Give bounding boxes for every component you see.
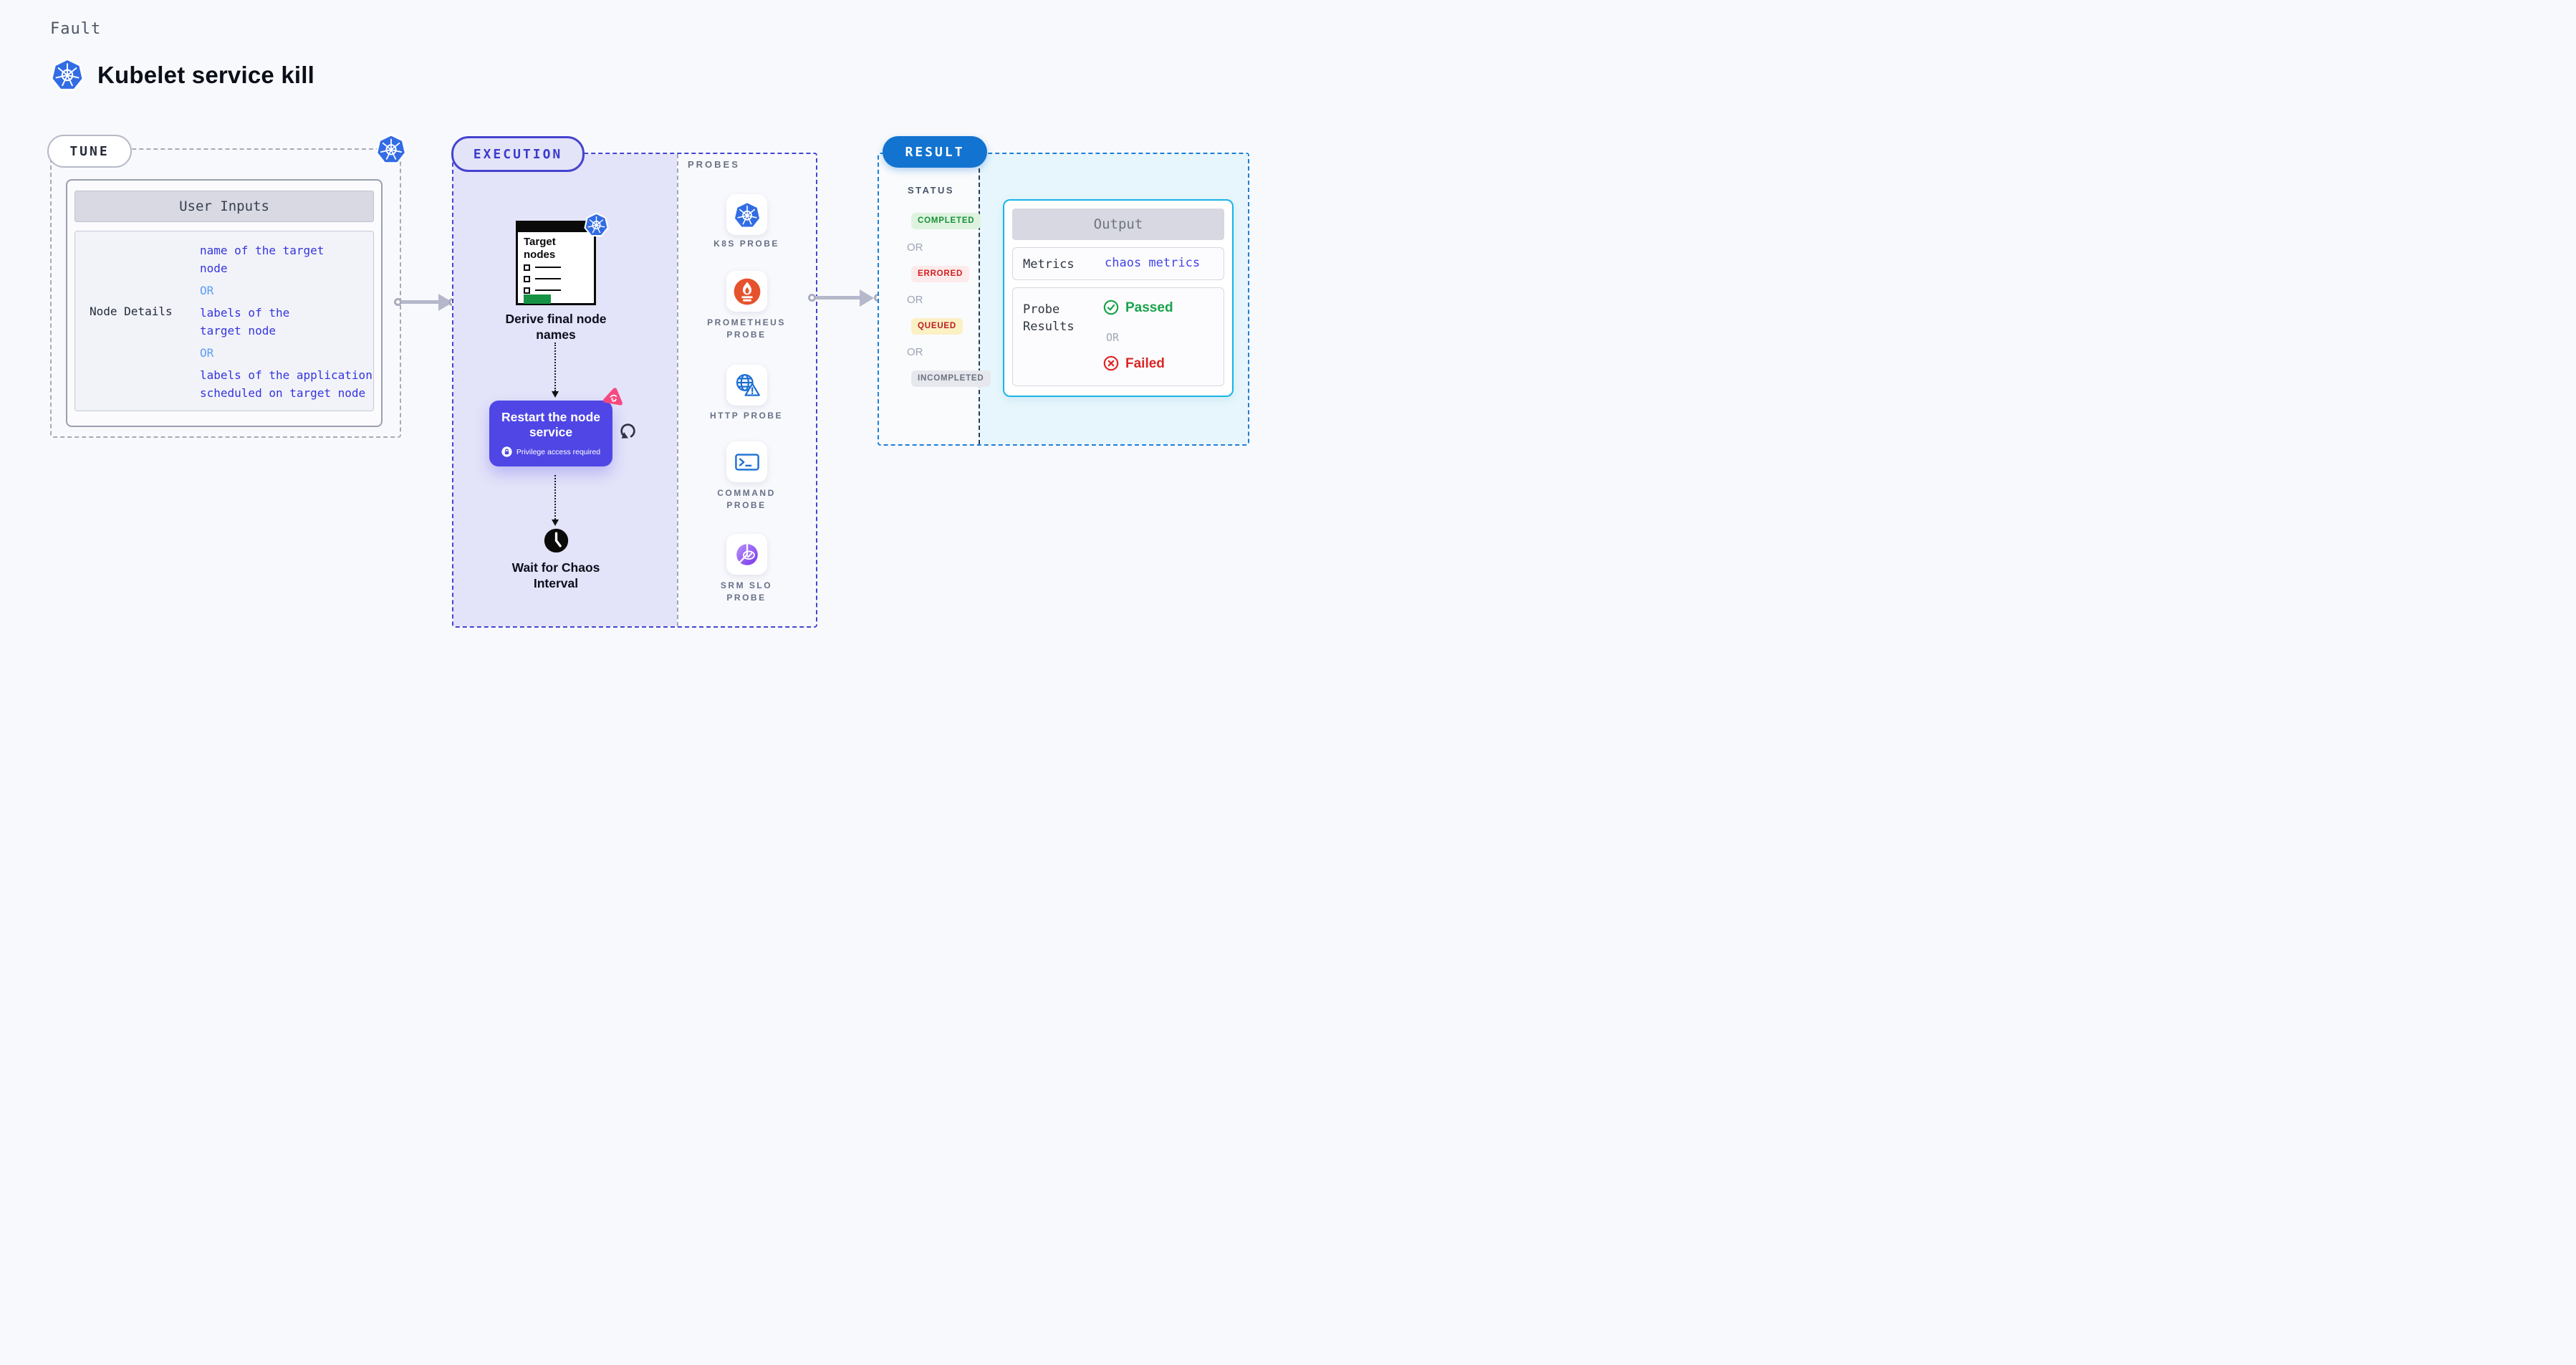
output-card: Output Metrics chaos metrics Probe Resul… — [1003, 199, 1234, 397]
probe-card-command[interactable] — [726, 441, 767, 482]
clock-icon — [544, 528, 569, 553]
metrics-value[interactable]: chaos metrics — [1105, 256, 1201, 270]
check-circle-icon — [1103, 300, 1119, 315]
x-circle-icon — [1103, 355, 1119, 371]
flow-arrow-head — [552, 519, 559, 526]
line — [535, 267, 561, 268]
wait-chaos-interval-label: Wait for Chaos Interval — [511, 560, 600, 590]
status-badge-queued: QUEUED — [911, 318, 963, 335]
derive-node-names-label: Derive final node names — [505, 312, 607, 342]
or-separator: OR — [1106, 331, 1120, 344]
execution-pill: EXECUTION — [451, 136, 585, 172]
green-bar — [524, 294, 551, 304]
result-pill: RESULT — [883, 136, 987, 168]
node-input-option-1: name of the target node — [200, 244, 325, 275]
line — [535, 289, 561, 291]
srm-slo-icon — [736, 542, 758, 565]
status-badge-errored: ERRORED — [911, 266, 970, 282]
node-input-option-2: labels of the target node — [200, 306, 290, 337]
probes-zone — [677, 154, 816, 626]
flow-dotted-line — [554, 475, 556, 519]
chaos-fault-icon — [603, 388, 623, 406]
command-icon — [734, 453, 759, 471]
probe-label: PROMETHEUS PROBE — [707, 317, 786, 340]
or-separator: OR — [200, 284, 214, 297]
restart-node-service-button[interactable]: Restart the node service Privilege acces… — [489, 401, 612, 466]
probe-label: SRM SLO PROBE — [720, 580, 773, 603]
probe-results-label: Probe Results — [1023, 302, 1075, 334]
or-separator: OR — [907, 241, 923, 254]
connector-dot — [394, 298, 402, 306]
node-input-option-3: labels of the application scheduled on t… — [200, 368, 373, 400]
target-nodes-title: Target nodes — [524, 236, 556, 261]
user-inputs-header: User Inputs — [75, 191, 374, 222]
probe-label: K8S PROBE — [713, 239, 779, 249]
tune-kubernetes-badge-icon — [375, 133, 407, 165]
probe-label: COMMAND PROBE — [717, 488, 776, 510]
connector-dot — [808, 294, 816, 302]
metrics-label: Metrics — [1023, 257, 1075, 272]
status-header: STATUS — [908, 185, 955, 196]
target-nodes-node: Target nodes — [516, 221, 596, 305]
tune-to-execution-arrow — [401, 300, 440, 304]
or-separator: OR — [907, 294, 923, 306]
output-header: Output — [1012, 209, 1224, 240]
arrow-head — [438, 294, 453, 311]
prometheus-icon — [734, 278, 760, 305]
probes-header: PROBES — [688, 159, 740, 170]
user-inputs-card: User Inputs Node Details name of the tar… — [66, 179, 383, 427]
probe-card-http[interactable] — [726, 365, 767, 406]
checkbox-icon — [524, 287, 530, 294]
http-icon — [736, 373, 760, 396]
flow-arrow-head — [552, 391, 559, 398]
probe-card-prometheus[interactable] — [726, 271, 767, 312]
flow-dotted-line — [554, 343, 556, 391]
probe-card-srm-slo[interactable] — [726, 534, 767, 575]
status-badge-incompleted: INCOMPLETED — [911, 370, 991, 387]
probe-label: HTTP PROBE — [709, 411, 784, 421]
probe-results-row: Probe Results Passed OR Failed — [1012, 287, 1224, 386]
node-details-label: Node Details — [90, 305, 173, 318]
tune-pill: TUNE — [47, 135, 132, 168]
privilege-badge-label: Privilege access required — [516, 447, 601, 456]
checkbox-icon — [524, 276, 530, 282]
restart-button-label: Restart the node service — [501, 410, 601, 439]
fault-eyebrow: Fault — [50, 20, 102, 38]
tune-section — [50, 148, 401, 438]
page-title: Kubelet service kill — [97, 62, 314, 88]
passed-label: Passed — [1125, 300, 1173, 315]
retry-icon[interactable] — [619, 422, 637, 440]
arrow-head — [860, 289, 874, 307]
k8s-icon — [733, 201, 761, 229]
or-separator: OR — [907, 346, 923, 358]
failed-label: Failed — [1125, 356, 1165, 371]
metrics-row: Metrics chaos metrics — [1012, 247, 1224, 280]
lock-icon — [501, 446, 512, 457]
probe-card-k8s[interactable] — [726, 194, 767, 235]
execution-to-result-arrow — [815, 296, 862, 300]
or-separator: OR — [200, 346, 214, 360]
target-kubernetes-badge-icon — [584, 212, 609, 237]
checkbox-icon — [524, 264, 530, 271]
privilege-badge: Privilege access required — [501, 446, 600, 457]
kubernetes-logo-icon — [50, 57, 85, 92]
doc-titlebar — [518, 223, 594, 232]
fault-diagram: Fault Kubelet service kill TUNE User Inp… — [0, 0, 1288, 682]
node-details-row: Node Details name of the target node OR … — [75, 231, 374, 411]
line — [535, 278, 561, 279]
status-badge-completed: COMPLETED — [911, 213, 981, 229]
